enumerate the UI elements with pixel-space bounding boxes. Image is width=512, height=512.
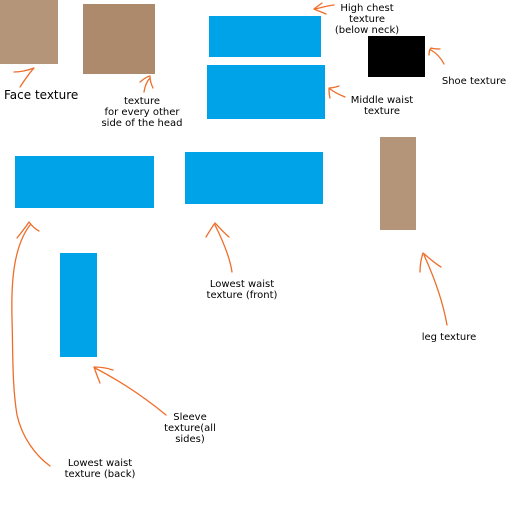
face-arrow [13, 67, 35, 88]
high-chest-texture-swatch [209, 16, 321, 57]
shoe-arrow [428, 47, 445, 65]
lowest-waist-front-arrow [205, 222, 233, 273]
leg-texture-swatch [380, 137, 416, 230]
head-sides-texture-label: texture for every other side of the head [101, 96, 183, 129]
sleeve-texture-swatch [60, 253, 97, 357]
lowest-waist-back-arrow [11, 221, 51, 467]
lowest-waist-front-texture-swatch [185, 152, 323, 204]
middle-waist-texture-swatch [207, 65, 325, 119]
shoe-texture-swatch [368, 36, 425, 77]
leg-arrow [419, 252, 448, 326]
middle-waist-texture-label: Middle waist texture [350, 95, 414, 117]
face-texture-swatch [0, 0, 58, 64]
lowest-waist-back-texture-label: Lowest waist texture (back) [64, 458, 136, 480]
middle-waist-arrow [328, 85, 346, 99]
head-sides-texture-swatch [83, 4, 155, 74]
lowest-waist-back-texture-swatch [15, 156, 154, 208]
sleeve-arrow [93, 366, 167, 416]
lowest-waist-front-texture-label: Lowest waist texture (front) [206, 279, 278, 301]
shoe-texture-label: Shoe texture [441, 76, 507, 87]
high-chest-texture-label: High chest texture (below neck) [334, 3, 400, 36]
high-chest-arrow [313, 2, 335, 15]
face-texture-label: Face texture [4, 88, 79, 102]
head-sides-arrow [139, 75, 154, 93]
leg-texture-label: leg texture [421, 332, 477, 343]
sleeve-texture-label: Sleeve texture(all sides) [164, 412, 216, 445]
